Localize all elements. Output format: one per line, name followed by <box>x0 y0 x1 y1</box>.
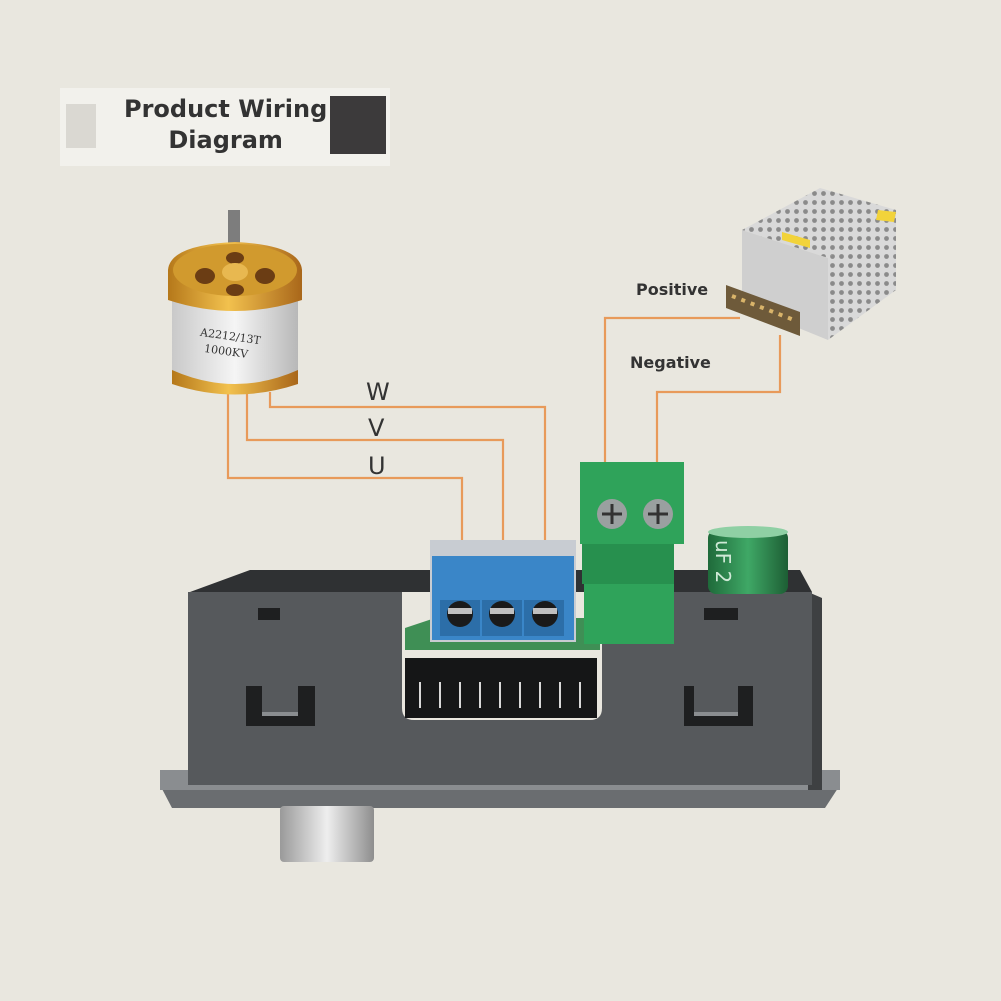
wire-label-v: V <box>368 414 385 442</box>
wire-v <box>245 392 505 600</box>
capacitor-marking: uF 2 <box>711 540 735 584</box>
positive-label: Positive <box>636 280 709 299</box>
diagram-title-line1: Product Wiring <box>124 95 328 123</box>
motor-terminal-block <box>430 540 576 642</box>
wire-w <box>268 392 547 600</box>
capacitor <box>708 526 788 594</box>
power-supply <box>726 188 896 340</box>
title-banner <box>60 88 390 166</box>
power-terminal-block <box>580 462 684 644</box>
diagram-title: Product Wiring Diagram <box>124 94 327 156</box>
wire-positive <box>603 316 740 472</box>
brushless-motor <box>168 210 302 395</box>
wire-negative <box>655 335 782 472</box>
negative-label: Negative <box>630 353 711 372</box>
wire-label-u: U <box>368 452 386 480</box>
wire-label-w: W <box>366 378 390 406</box>
diagram-title-line2: Diagram <box>168 126 283 154</box>
wire-u <box>226 392 464 600</box>
wires <box>226 316 782 600</box>
